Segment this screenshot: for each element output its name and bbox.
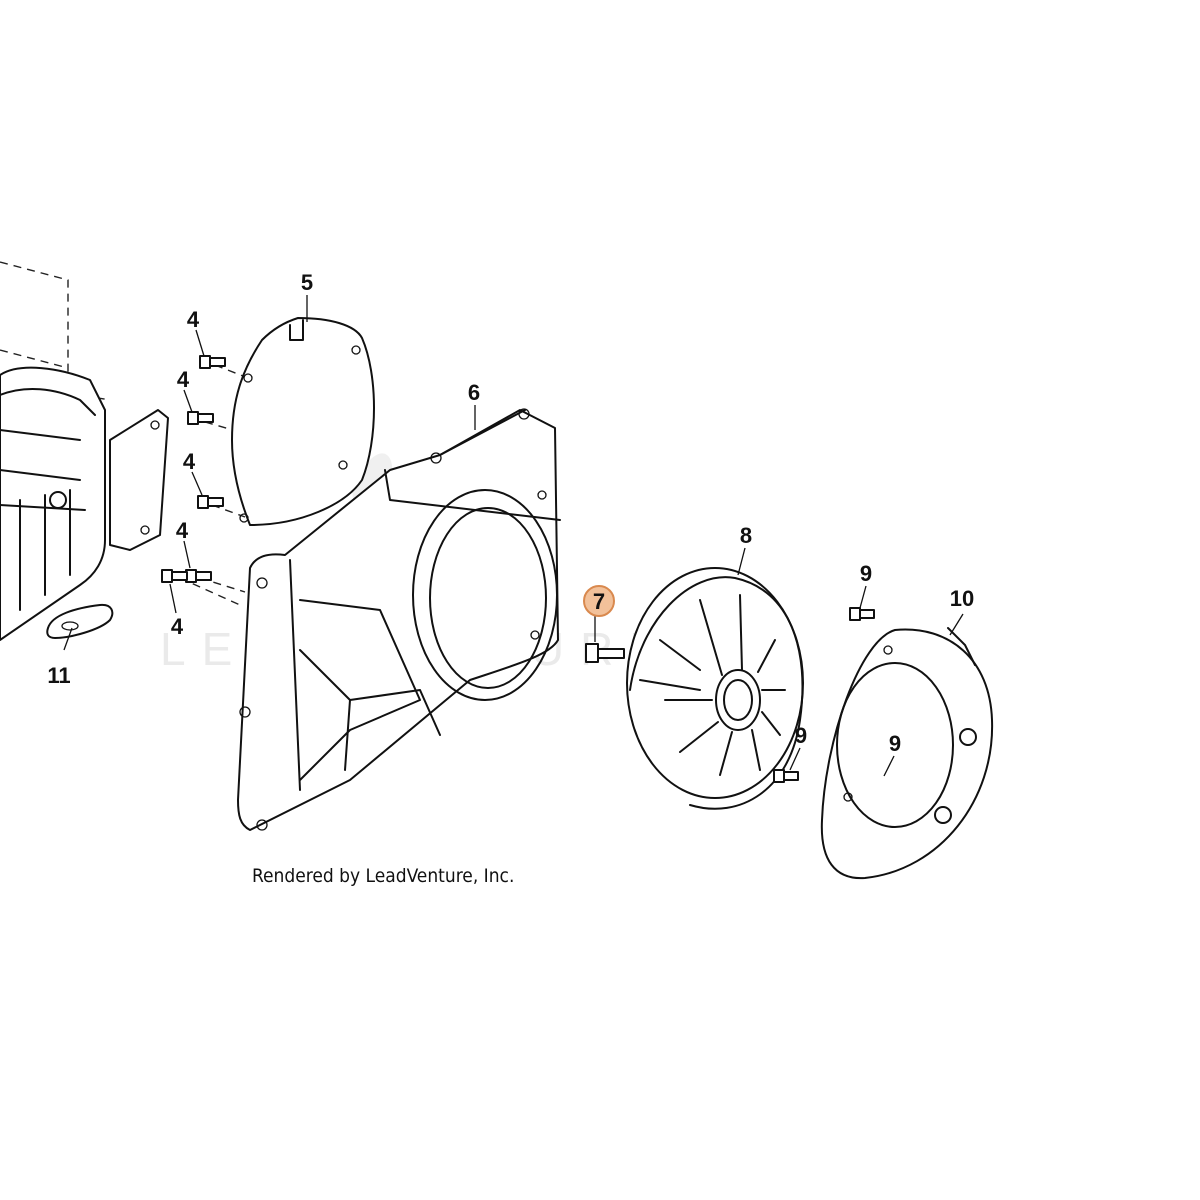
fan-cover-part <box>820 627 994 880</box>
callout-10[interactable]: 10 <box>950 586 974 611</box>
fan-bolt-part <box>585 643 625 663</box>
callout-9-c[interactable]: 9 <box>889 731 901 756</box>
callout-4-a[interactable]: 4 <box>187 307 200 332</box>
highlight-ring <box>583 585 615 617</box>
callout-6[interactable]: 6 <box>468 380 480 405</box>
callout-5[interactable]: 5 <box>301 270 313 295</box>
bolt-group-4 <box>161 355 226 583</box>
callout-4-b[interactable]: 4 <box>177 367 190 392</box>
cooling-fan-part <box>626 567 804 810</box>
cover-plate-part <box>231 317 375 526</box>
leader-lines <box>63 295 964 777</box>
engine-muffler-part <box>0 366 169 641</box>
callout-8[interactable]: 8 <box>740 523 752 548</box>
render-credit: Rendered by LeadVenture, Inc. <box>252 865 514 887</box>
callout-9-a[interactable]: 9 <box>860 561 872 586</box>
callout-labels: 4 4 4 4 4 5 6 7 8 9 9 9 10 11 <box>47 270 974 756</box>
callout-4-e[interactable]: 4 <box>171 614 184 639</box>
callout-9-b[interactable]: 9 <box>795 723 807 748</box>
callout-11[interactable]: 11 <box>47 663 70 688</box>
callout-7[interactable]: 7 <box>593 589 605 614</box>
callout-4-d[interactable]: 4 <box>176 518 189 543</box>
blower-housing-part <box>237 408 561 831</box>
callout-4-c[interactable]: 4 <box>183 449 196 474</box>
